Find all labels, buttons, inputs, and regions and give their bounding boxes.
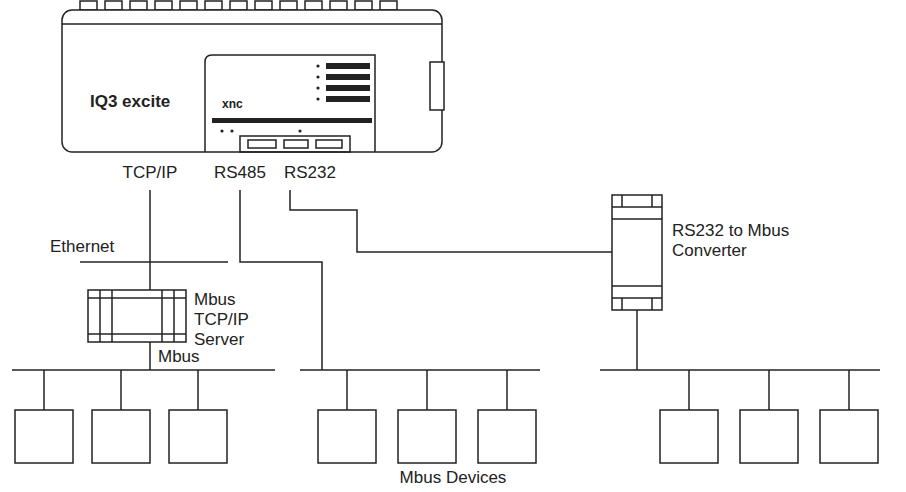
module-line — [161, 290, 163, 342]
terminal — [105, 1, 122, 10]
module-line — [621, 195, 623, 207]
module-line — [651, 195, 653, 207]
module-line — [612, 206, 662, 208]
mbus-device — [92, 410, 150, 463]
device-drop — [426, 370, 428, 410]
led — [316, 75, 319, 78]
terminal — [355, 1, 372, 10]
mbus-converter: RS232 to Mbus Converter — [612, 195, 793, 310]
terminal — [230, 1, 247, 10]
device-drop — [43, 370, 45, 410]
mbus-bus — [300, 369, 540, 371]
port-socket — [284, 140, 308, 148]
housing-ledge — [62, 23, 442, 25]
led-bar — [326, 85, 370, 91]
device-drop — [120, 370, 122, 410]
server-drop — [149, 342, 151, 370]
model-text: xnc — [222, 94, 243, 114]
bus-connector — [149, 190, 151, 290]
led-bar — [326, 74, 370, 80]
led — [316, 64, 319, 67]
module-line — [651, 298, 653, 310]
ethernet-bar — [80, 261, 228, 263]
mbus-device — [478, 410, 536, 463]
led — [316, 86, 319, 89]
module-line — [621, 298, 623, 310]
status-leds — [316, 63, 370, 102]
terminal — [380, 1, 397, 10]
server-module — [88, 290, 186, 342]
mbus-device — [169, 410, 227, 463]
module-line — [612, 218, 662, 220]
device-drop — [506, 370, 508, 410]
mbus-bus — [12, 369, 275, 371]
side-tab — [430, 62, 444, 110]
terminal — [280, 1, 297, 10]
mbus-devices — [15, 370, 878, 463]
converter-drop — [636, 310, 638, 370]
port-socket — [248, 140, 276, 148]
terminal-blocks — [80, 1, 397, 10]
port-slot — [240, 136, 350, 152]
terminal — [155, 1, 172, 10]
mbus-device — [15, 410, 73, 463]
panel-dot — [230, 129, 233, 132]
port-label: RS485 — [214, 163, 266, 183]
controller-unit: IQ3 excite xncTCP/IP RS485 RS232 — [62, 0, 442, 190]
led — [316, 97, 319, 100]
module-line — [173, 290, 175, 342]
terminal — [255, 1, 272, 10]
network-label: Ethernet — [50, 237, 114, 257]
panel-dot — [220, 129, 223, 132]
device-label: Mbus TCP/IP Server — [194, 290, 250, 350]
tcpip-server: Mbus TCP/IP Server — [88, 290, 252, 352]
mbus-device — [398, 410, 456, 463]
port-socket — [316, 140, 342, 148]
module-line — [88, 297, 186, 299]
converter-module — [612, 195, 662, 310]
front-panel — [205, 55, 375, 152]
terminal — [180, 1, 197, 10]
module-line — [612, 297, 662, 299]
panel-dot — [298, 129, 301, 132]
mbus-bus — [600, 369, 880, 371]
bus-connector — [290, 190, 612, 252]
terminal — [330, 1, 347, 10]
logo-text: IQ3 excite — [90, 92, 170, 112]
controller-housing — [62, 10, 442, 152]
module-line — [612, 285, 662, 287]
bus-label: Mbus — [158, 347, 200, 367]
module-line — [99, 290, 101, 342]
module-line — [88, 333, 186, 335]
led-bar — [326, 96, 370, 102]
device-drop — [346, 370, 348, 410]
port-label: TCP/IP — [123, 163, 178, 183]
rs485-line — [240, 190, 322, 370]
mbus-device — [318, 410, 376, 463]
device-drop — [688, 370, 690, 410]
terminal — [130, 1, 147, 10]
panel-bar — [212, 118, 372, 123]
led-bar — [326, 63, 370, 69]
port-label: RS232 — [284, 163, 336, 183]
terminal — [305, 1, 322, 10]
mbus-device — [660, 410, 718, 463]
group-label: Mbus Devices — [400, 468, 507, 488]
device-drop — [848, 370, 850, 410]
module-line — [111, 290, 113, 342]
device-drop — [768, 370, 770, 410]
terminal — [80, 1, 97, 10]
device-label: RS232 to Mbus Converter — [672, 221, 791, 261]
device-drop — [197, 370, 199, 410]
mbus-device — [740, 410, 798, 463]
terminal — [205, 1, 222, 10]
mbus-device — [820, 410, 878, 463]
